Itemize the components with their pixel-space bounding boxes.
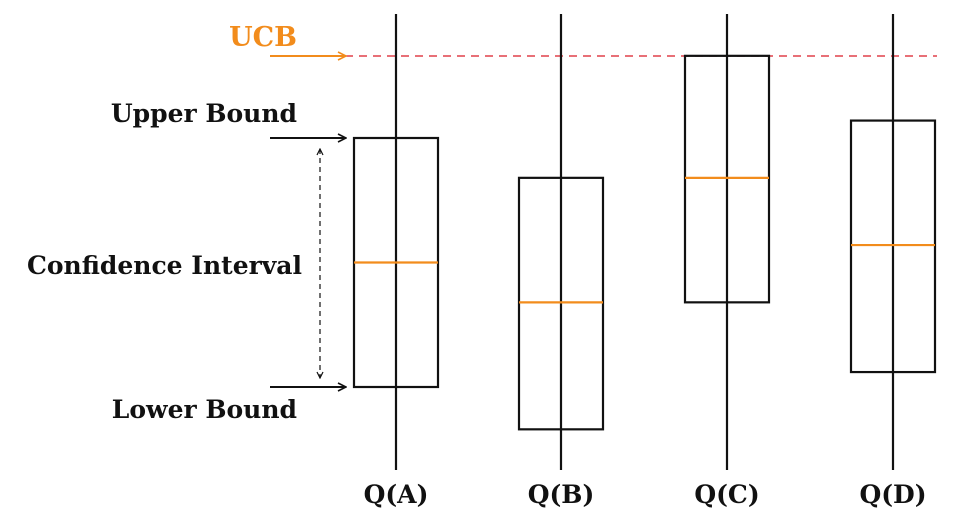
box-group-d: Q(D) [849,14,937,509]
box-group-a: Q(A) [352,14,440,509]
action-label: Q(C) [694,480,759,509]
confidence-box [517,176,605,431]
confidence-box [849,119,937,374]
box-group-b: Q(B) [517,14,605,509]
confidence-box [683,54,771,304]
action-label: Q(B) [528,480,595,509]
action-label: Q(A) [364,480,429,509]
confidence-interval-label: Confidence Interval [27,251,302,280]
lower-bound-label: Lower Bound [112,395,297,424]
action-label: Q(D) [859,480,926,509]
upper-bound-label: Upper Bound [111,99,297,128]
ucb-label: UCB [229,22,297,53]
box-group-c: Q(C) [683,14,771,509]
